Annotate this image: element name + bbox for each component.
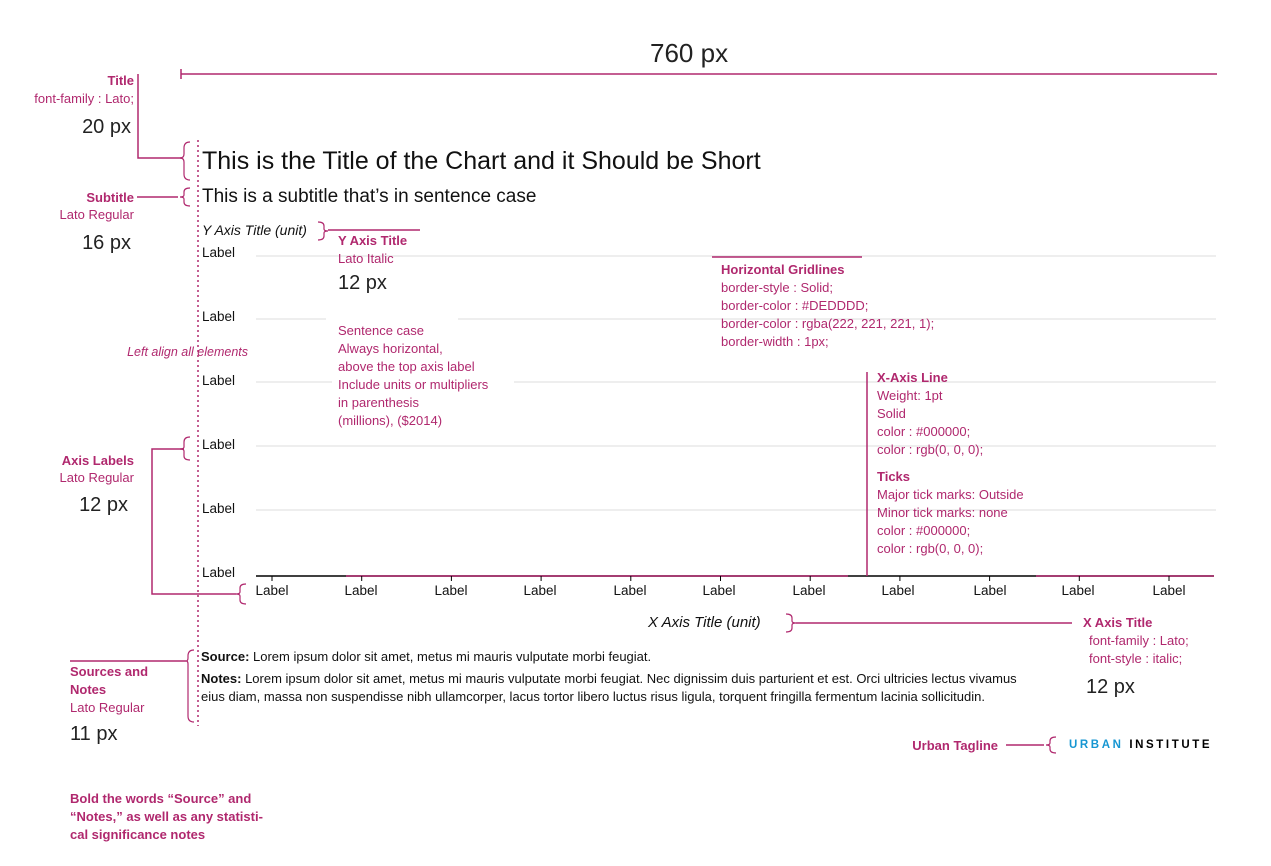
ticks-annotation-line-2: Minor tick marks: none bbox=[877, 505, 1008, 520]
x-axis-line-annotation-line-2: Solid bbox=[877, 406, 906, 421]
x-axis-label: Label bbox=[255, 583, 289, 598]
y-axis-label: Label bbox=[202, 437, 236, 452]
x-axis-label: Label bbox=[434, 583, 468, 598]
y-axis-label: Label bbox=[202, 245, 236, 260]
y-title-annotation-font: Lato Italic bbox=[338, 251, 394, 266]
y-title-annotation-head: Y Axis Title bbox=[338, 233, 408, 248]
ticks-annotation-line-3: color : #000000; bbox=[877, 523, 971, 538]
sources-annotation-size: 11 px bbox=[70, 723, 118, 745]
title-annotation-head: Title bbox=[107, 73, 135, 88]
x-title-annotation-head: X Axis Title bbox=[1083, 615, 1153, 630]
axis-labels-annotation-head: Axis Labels bbox=[61, 453, 134, 468]
notes-text: Lorem ipsum dolor sit amet, metus mi mau… bbox=[201, 671, 1017, 704]
x-axis-title: X Axis Title (unit) bbox=[648, 614, 761, 631]
y-axis-label: Label bbox=[202, 565, 236, 580]
notes-bold-label: Notes: bbox=[201, 671, 242, 686]
y-title-rule-1: Sentence case bbox=[338, 323, 425, 338]
x-axis-label: Label bbox=[1152, 583, 1186, 598]
x-axis-label: Label bbox=[613, 583, 647, 598]
y-title-rule-2: Always horizontal, bbox=[338, 341, 443, 356]
source-bold-label: Source: bbox=[201, 649, 250, 664]
x-axis-label: Label bbox=[792, 583, 826, 598]
source-line: Source: Lorem ipsum dolor sit amet, metu… bbox=[201, 649, 651, 664]
sources-annotation-font: Lato Regular bbox=[70, 700, 145, 715]
y-title-rule-6: (millions), ($2014) bbox=[338, 413, 443, 428]
subtitle-annotation-size: 16 px bbox=[82, 232, 131, 254]
bold-note-line-3: cal significance notes bbox=[70, 827, 206, 842]
ticks-annotation-line-4: color : rgb(0, 0, 0); bbox=[877, 541, 984, 556]
x-axis-label: Label bbox=[702, 583, 736, 598]
ticks-annotation-line-1: Major tick marks: Outside bbox=[877, 487, 1024, 502]
x-axis-line-annotation-line-3: color : #000000; bbox=[877, 424, 971, 439]
y-axis-title: Y Axis Title (unit) bbox=[202, 222, 307, 238]
y-axis-label: Label bbox=[202, 501, 236, 516]
sources-annotation-head2: Notes bbox=[70, 682, 107, 697]
x-axis-label: Label bbox=[881, 583, 915, 598]
x-title-annotation-size: 12 px bbox=[1086, 676, 1135, 698]
y-title-rule-5: in parenthesis bbox=[338, 395, 419, 410]
notes-block: Notes: Lorem ipsum dolor sit amet, metus… bbox=[201, 670, 1041, 705]
x-axis-line-annotation-line-4: color : rgb(0, 0, 0); bbox=[877, 442, 984, 457]
urban-institute-logo: URBAN INSTITUTE bbox=[1069, 739, 1212, 751]
sources-annotation-head1: Sources and bbox=[70, 664, 149, 679]
bold-note-line-2: “Notes,” as well as any statisti- bbox=[70, 809, 263, 824]
gridlines-annotation-head: Horizontal Gridlines bbox=[721, 262, 845, 277]
source-text: Lorem ipsum dolor sit amet, metus mi mau… bbox=[249, 649, 652, 664]
x-axis-label: Label bbox=[344, 583, 378, 598]
ticks-annotation-head: Ticks bbox=[877, 469, 911, 484]
y-title-rule-4: Include units or multipliers bbox=[338, 377, 489, 392]
title-annotation-size: 20 px bbox=[82, 116, 131, 138]
logo-word-urban: URBAN bbox=[1069, 739, 1124, 751]
x-axis-label: Label bbox=[1061, 583, 1095, 598]
gridlines-annotation-line-2: border-color : #DEDDDD; bbox=[721, 298, 869, 313]
title-annotation-font: font-family : Lato; bbox=[34, 91, 134, 106]
left-align-annotation: Left align all elements bbox=[127, 345, 248, 359]
y-title-rule-3: above the top axis label bbox=[338, 359, 475, 374]
chart-title: This is the Title of the Chart and it Sh… bbox=[202, 147, 761, 175]
gridlines-annotation-line-1: border-style : Solid; bbox=[721, 280, 833, 295]
y-title-annotation-size: 12 px bbox=[338, 272, 387, 294]
y-axis-label: Label bbox=[202, 309, 236, 324]
axis-labels-annotation-size: 12 px bbox=[79, 494, 128, 516]
x-axis-label: Label bbox=[523, 583, 557, 598]
axis-labels-annotation-font: Lato Regular bbox=[59, 470, 134, 485]
width-label: 760 px bbox=[650, 38, 729, 68]
y-axis-label: Label bbox=[202, 373, 236, 388]
x-axis-line-annotation-line-1: Weight: 1pt bbox=[877, 388, 943, 403]
x-title-annotation-font: font-family : Lato; bbox=[1089, 633, 1189, 648]
chart-subtitle: This is a subtitle that’s in sentence ca… bbox=[202, 186, 537, 207]
subtitle-annotation-font: Lato Regular bbox=[59, 207, 134, 222]
gridlines-annotation-line-3: border-color : rgba(222, 221, 221, 1); bbox=[721, 316, 935, 331]
logo-word-institute: INSTITUTE bbox=[1129, 739, 1213, 751]
bold-note-line-1: Bold the words “Source” and bbox=[70, 791, 252, 806]
x-axis-line-annotation-head: X-Axis Line bbox=[877, 370, 948, 385]
x-axis-label: Label bbox=[973, 583, 1007, 598]
tagline-annotation: Urban Tagline bbox=[912, 738, 998, 753]
gridlines-annotation-line-4: border-width : 1px; bbox=[721, 334, 829, 349]
subtitle-annotation-head: Subtitle bbox=[86, 190, 134, 205]
x-title-annotation-style: font-style : italic; bbox=[1089, 651, 1183, 666]
